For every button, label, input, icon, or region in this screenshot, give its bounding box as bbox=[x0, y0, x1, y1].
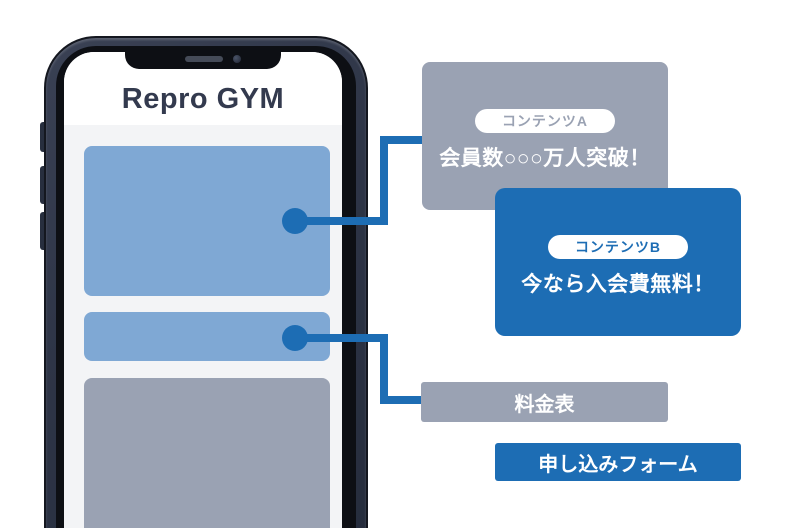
callout-card-content-a[interactable]: コンテンツA 会員数○○○万人突破！ bbox=[422, 62, 668, 210]
screen-block-banner[interactable] bbox=[84, 312, 330, 361]
signup-form-bar[interactable]: 申し込みフォーム bbox=[495, 443, 741, 481]
signup-form-label: 申し込みフォーム bbox=[538, 453, 698, 476]
screen-block-footer[interactable] bbox=[84, 378, 330, 528]
phone-speaker bbox=[185, 56, 223, 62]
phone-side-button bbox=[40, 122, 47, 152]
badge-content-a-label: コンテンツA bbox=[501, 113, 589, 129]
price-table-bar[interactable]: 料金表 bbox=[421, 382, 668, 422]
phone-camera-icon bbox=[233, 55, 241, 63]
badge-content-b: コンテンツB bbox=[548, 235, 688, 259]
badge-content-a: コンテンツA bbox=[475, 109, 615, 133]
phone-screen: Repro GYM bbox=[64, 52, 342, 528]
phone-side-button bbox=[40, 212, 47, 250]
app-title: Repro GYM bbox=[121, 83, 285, 115]
phone-side-button bbox=[40, 166, 47, 204]
app-header: Repro GYM bbox=[64, 52, 342, 125]
screen-block-hero[interactable] bbox=[84, 146, 330, 296]
headline-content-b: 今なら入会費無料！ bbox=[521, 273, 715, 296]
badge-content-b-label: コンテンツB bbox=[574, 239, 662, 255]
callout-card-content-b[interactable]: コンテンツB 今なら入会費無料！ bbox=[495, 188, 741, 336]
price-table-label: 料金表 bbox=[514, 393, 575, 416]
phone-notch bbox=[125, 52, 281, 69]
headline-content-a: 会員数○○○万人突破！ bbox=[439, 147, 651, 170]
